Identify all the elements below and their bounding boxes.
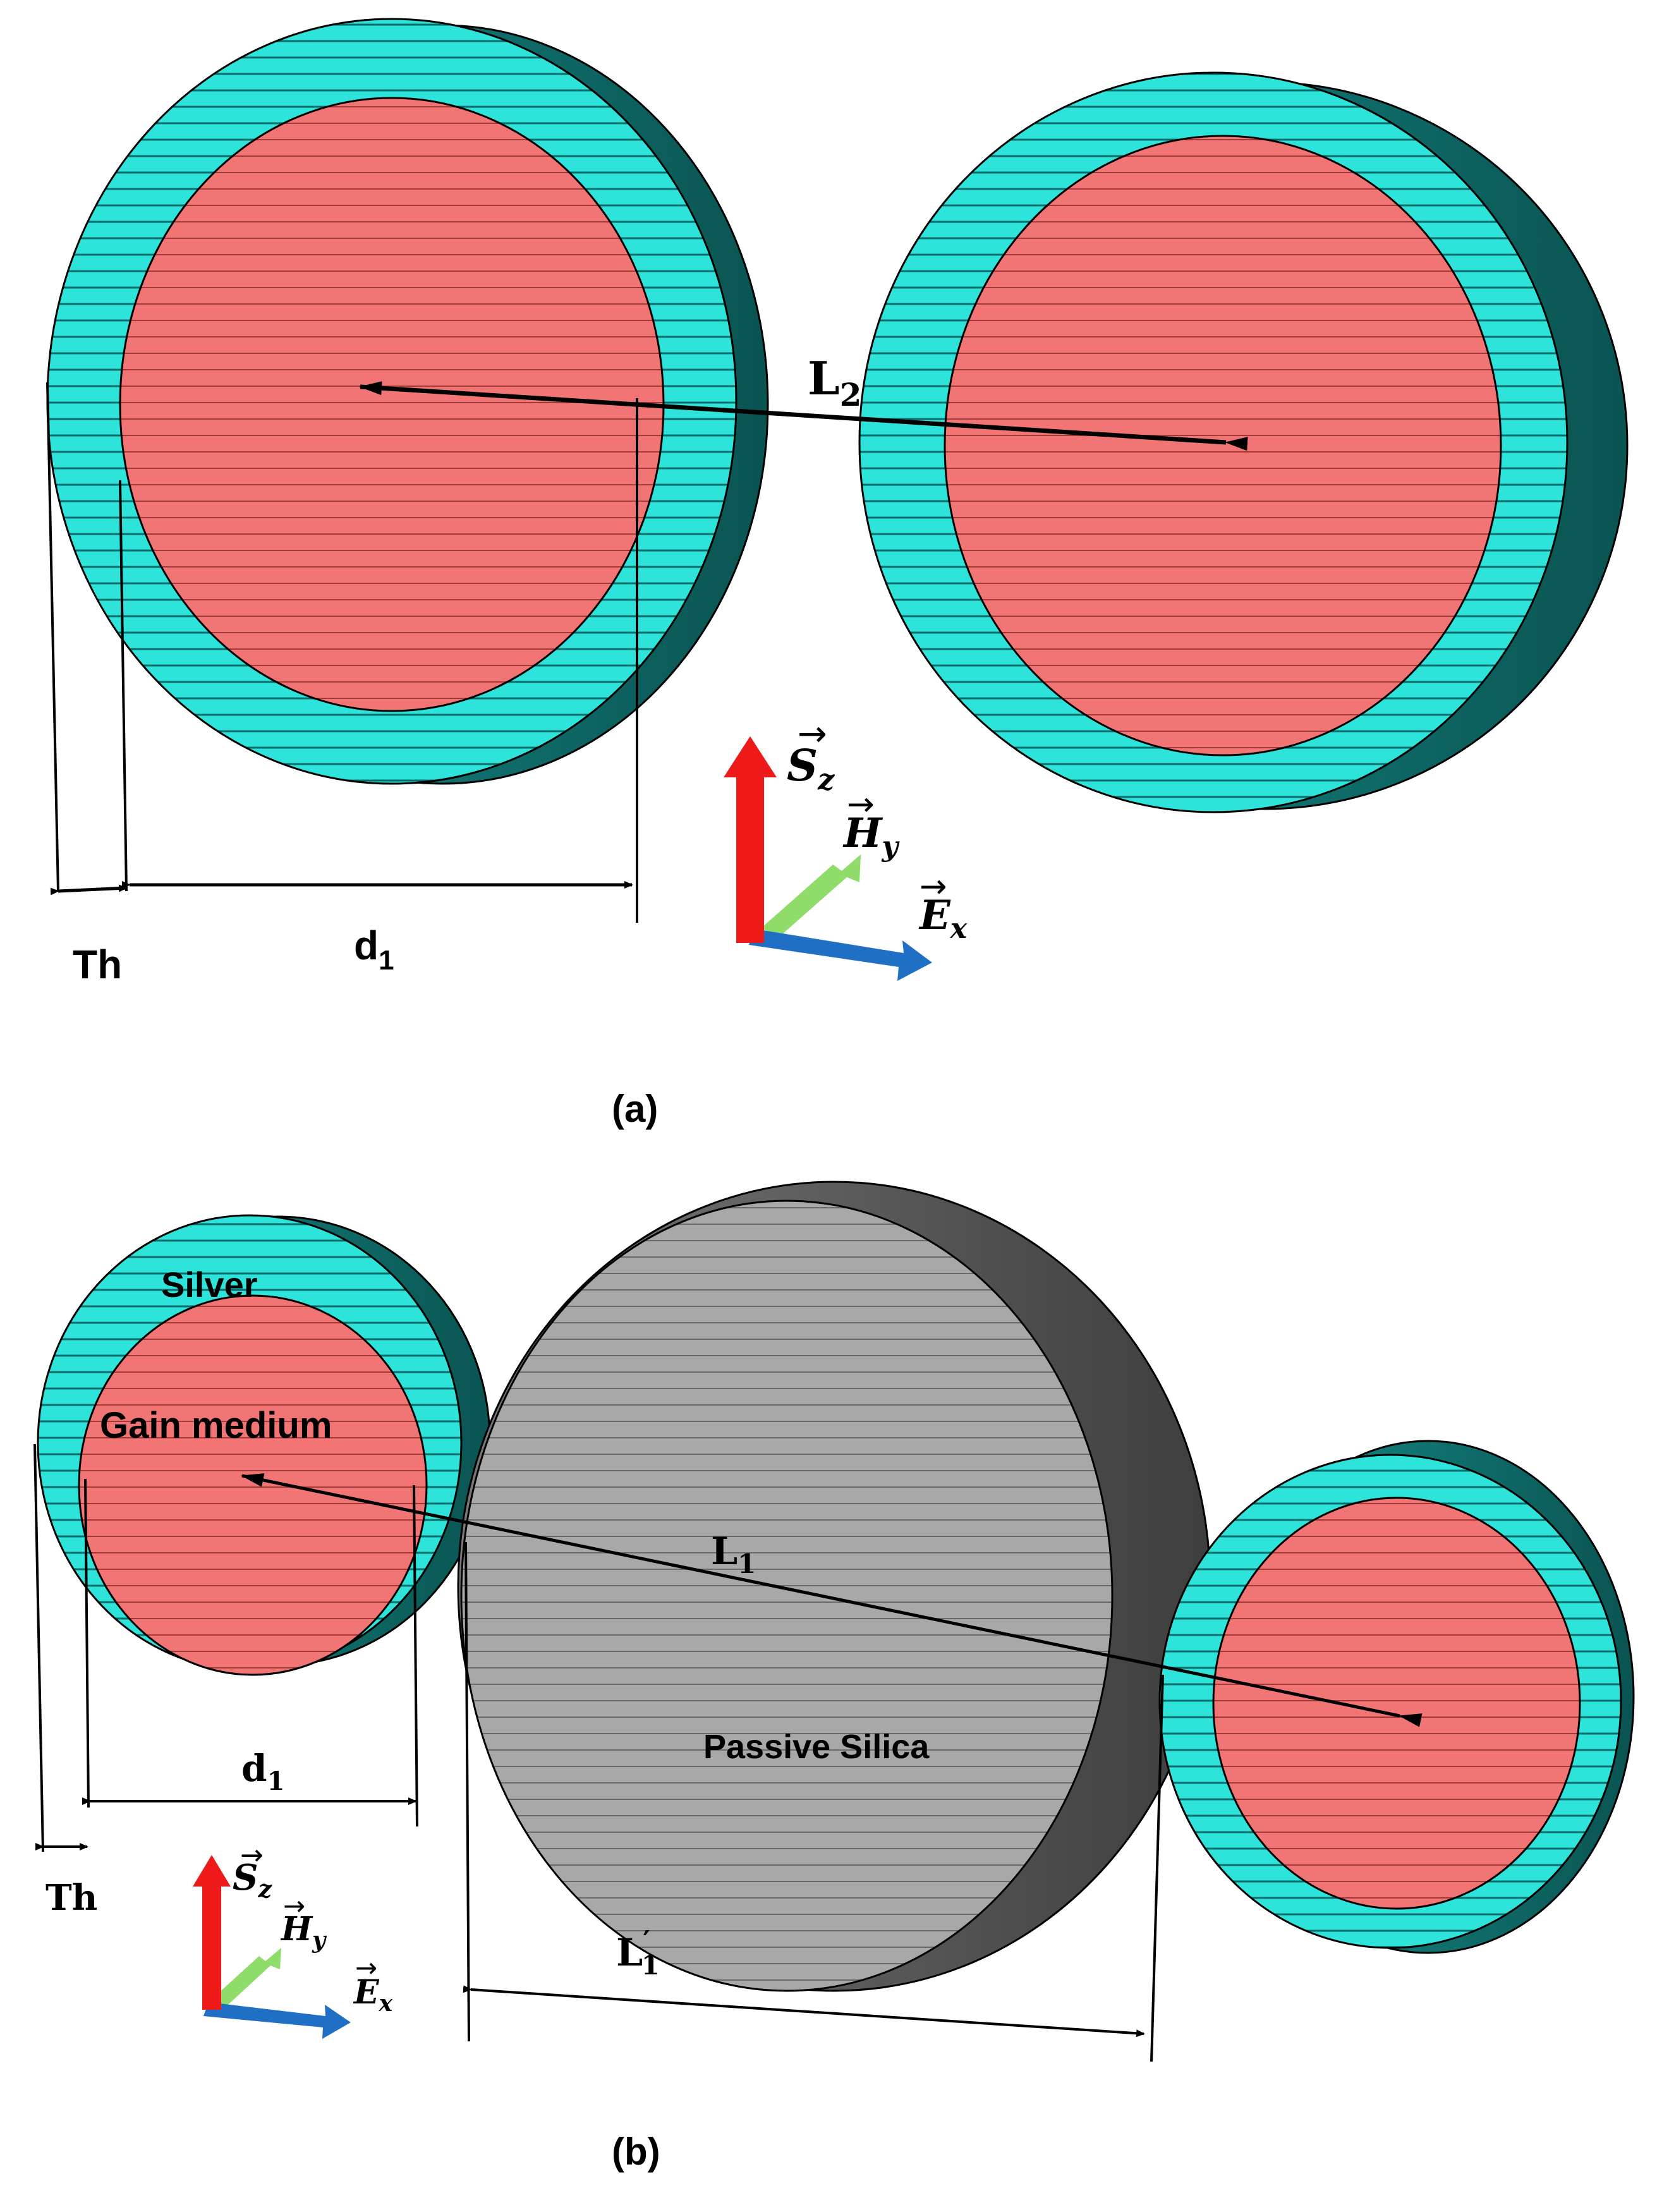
th-label-b: Th [46, 1877, 97, 1919]
vector-hat: → [283, 1890, 305, 1921]
s-axis-label-b: Sz [233, 1857, 272, 1903]
vector-hat: → [847, 786, 875, 823]
l1-arrow [241, 1473, 1423, 1727]
e-vector-arrow [749, 929, 932, 981]
axes-triad-b: Sz → Hy → Ex → [193, 1839, 393, 2039]
dim-line [119, 480, 128, 892]
panel-a: L2 Th d1 Sz → Hy → Ex → (a) [46, 18, 1629, 1130]
e-axis-label-b: Ex [353, 1973, 393, 2017]
passive-silica-disk [457, 1181, 1211, 1992]
panel-a-left-disk [46, 18, 769, 785]
dim-line [84, 1478, 90, 1808]
gain-core [944, 135, 1502, 757]
silica-face [460, 1200, 1114, 1992]
l2-arrow [359, 381, 1248, 451]
d1-label: d1 [354, 923, 394, 976]
s-vector-arrow [724, 736, 777, 943]
axes-triad-a: Sz → Hy → Ex → [724, 714, 968, 981]
vector-hat: → [355, 1952, 377, 1983]
panel-b-right-disk [1158, 1440, 1635, 1954]
panel-b: Silver Gain medium Passive Silica L1 d1 … [33, 1181, 1635, 2173]
dim-line [46, 382, 59, 892]
e-axis-label: Ex [918, 892, 968, 945]
l1-prime-label: L′1 [616, 1925, 660, 1981]
d1-label-b: d1 [241, 1747, 284, 1796]
l1-label: L1 [711, 1529, 756, 1579]
h-axis-label: Hy [842, 810, 900, 863]
gain-medium-label: Gain medium [100, 1405, 332, 1446]
gain-core [119, 97, 665, 712]
s-axis-label: Sz [787, 741, 835, 796]
gain-core [1212, 1497, 1581, 1910]
dim-line [33, 1443, 44, 1852]
vector-hat: → [919, 868, 947, 906]
silver-label: Silver [161, 1265, 258, 1304]
h-vector-arrow [762, 854, 861, 939]
vector-hat: → [240, 1839, 264, 1871]
passive-silica-label: Passive Silica [703, 1728, 930, 1766]
l2-label: L2 [808, 351, 861, 413]
th-arrow [50, 884, 128, 896]
panel-a-right-disk [858, 71, 1629, 813]
gain-core [78, 1294, 428, 1676]
vector-hat: → [798, 714, 827, 755]
s-vector-arrow [193, 1855, 231, 2010]
caption-b: (b) [612, 2130, 660, 2173]
l1-prime-arrow [463, 1985, 1145, 2038]
th-label: Th [73, 942, 122, 987]
h-vector-arrow [209, 1948, 281, 2011]
dim-line [413, 1485, 418, 1827]
h-axis-label-b: Hy [280, 1910, 327, 1954]
e-vector-arrow [203, 2002, 351, 2039]
caption-a: (a) [612, 1088, 658, 1130]
dim-line [1150, 1674, 1164, 2062]
dim-line [464, 1541, 470, 2042]
